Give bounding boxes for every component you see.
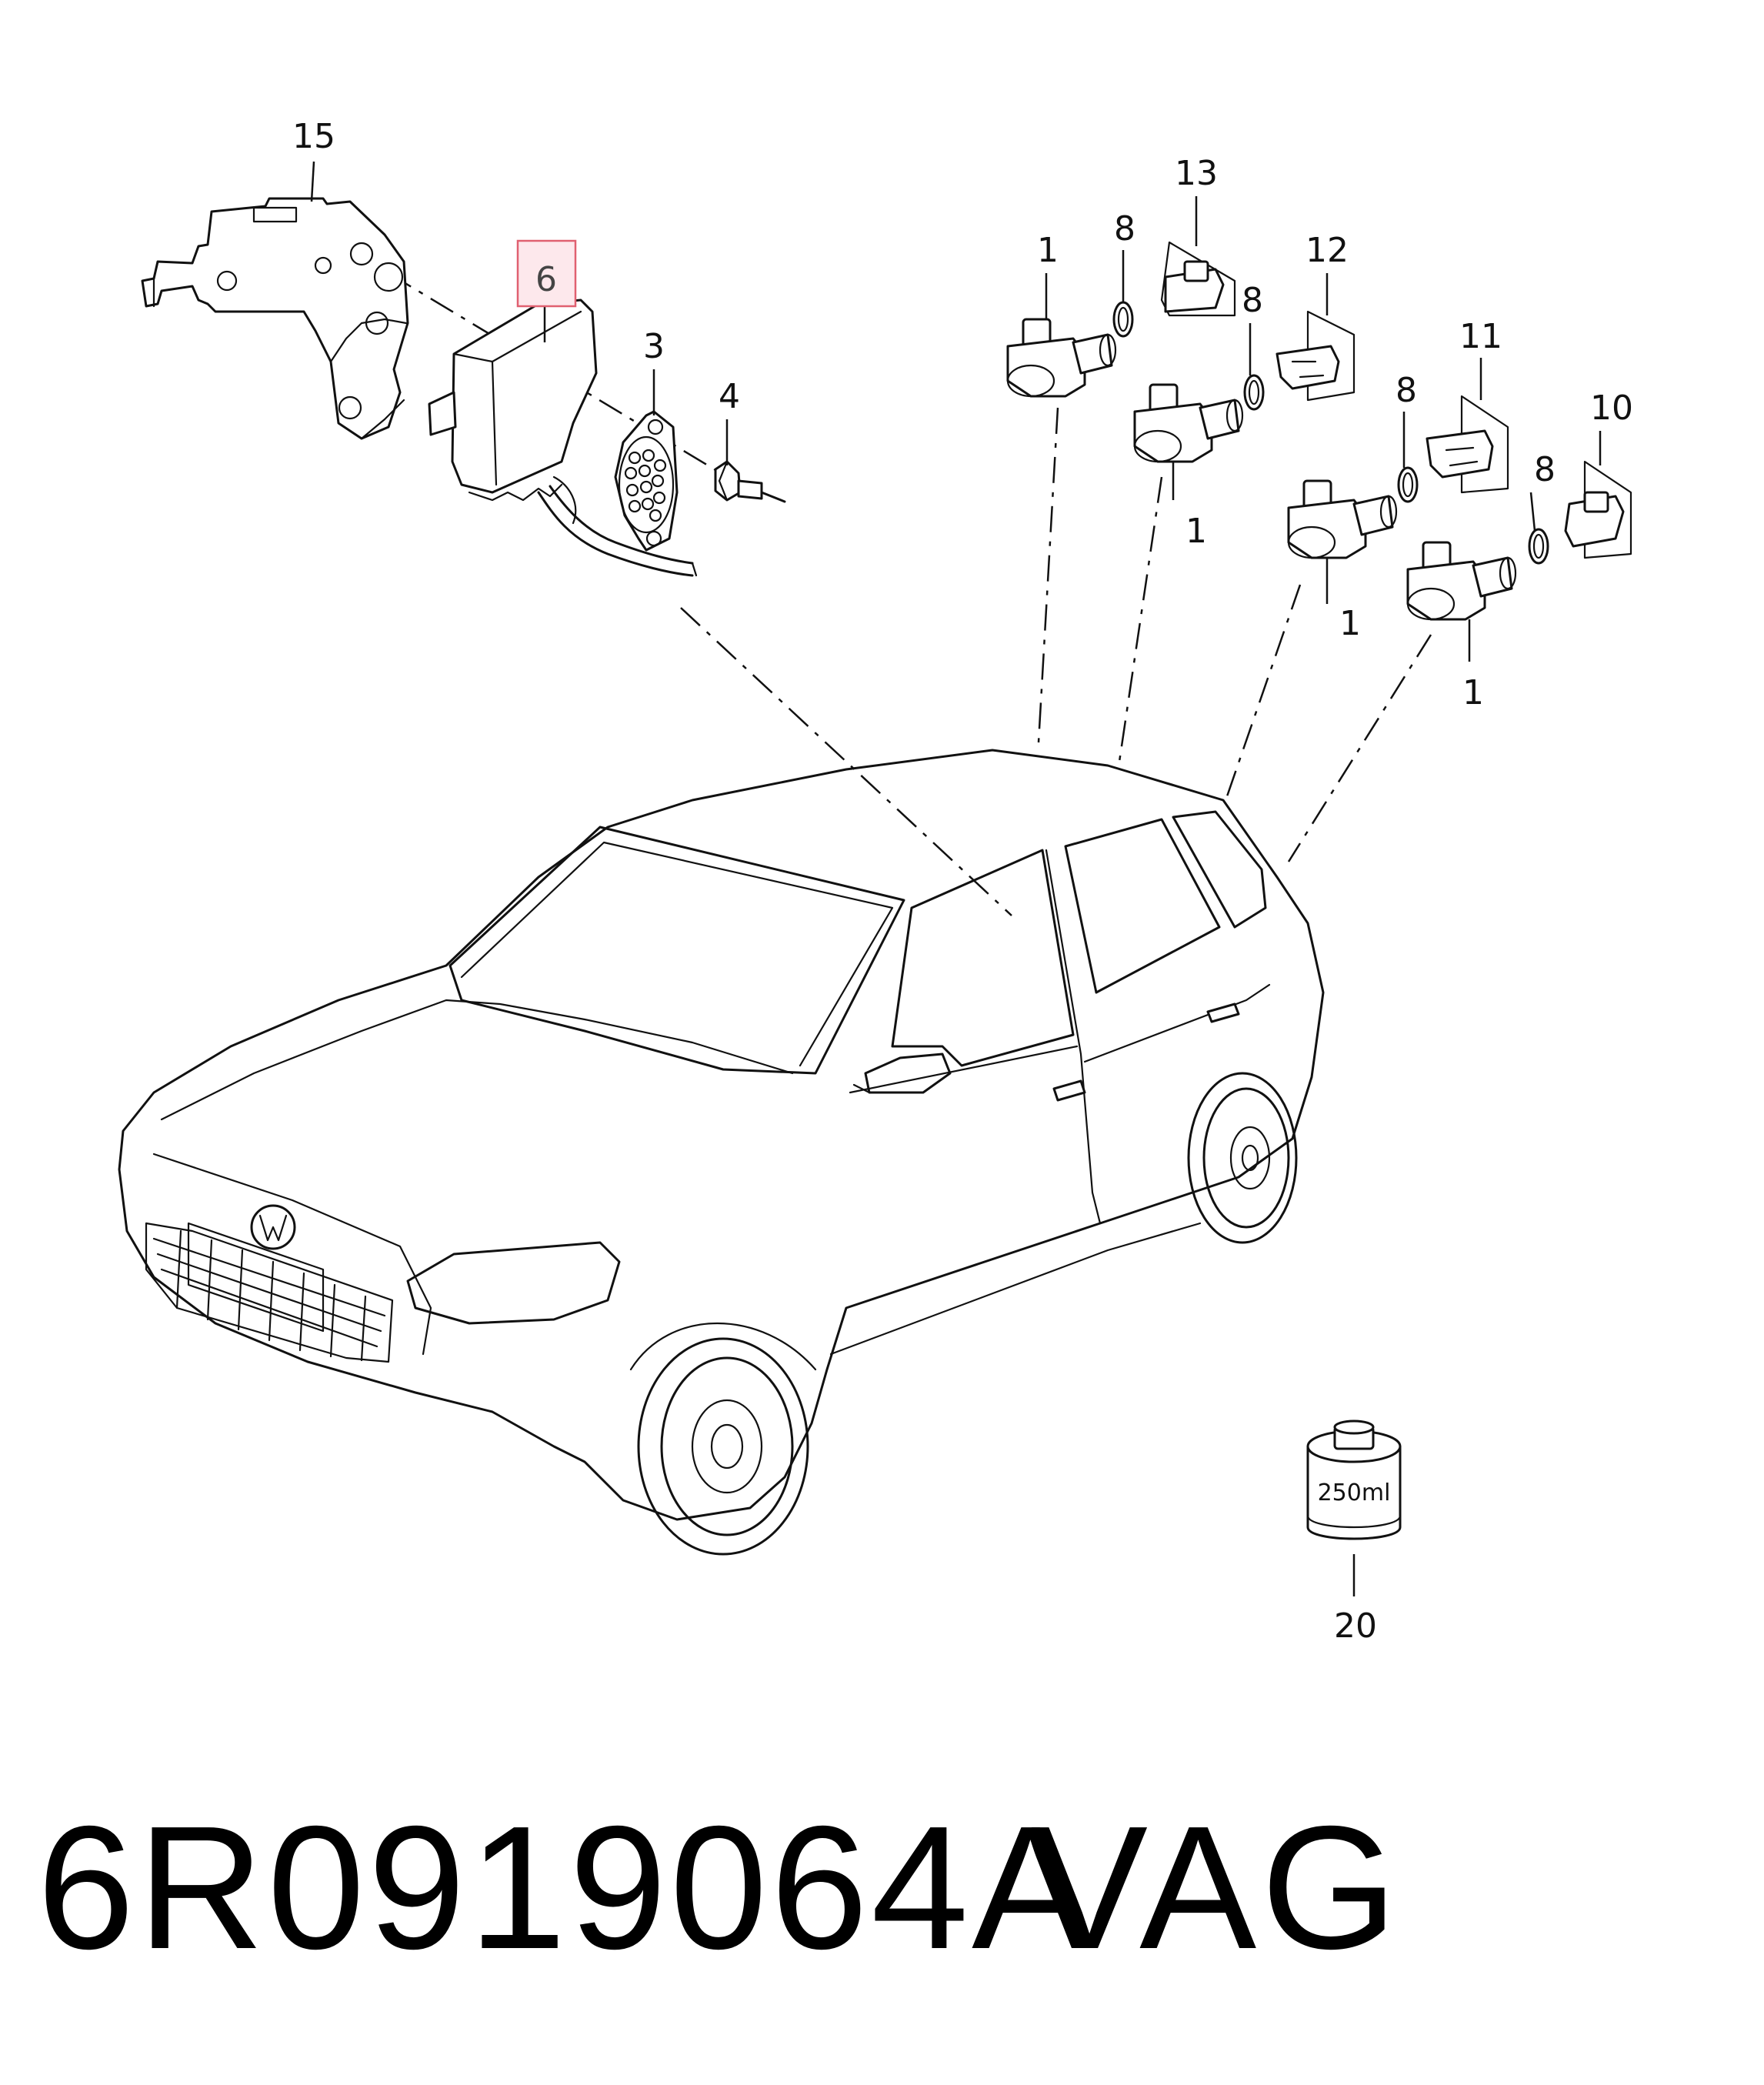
callout-1-a[interactable]: 1 (1037, 231, 1059, 270)
callout-labels: 15 6 3 4 1 8 13 8 12 1 8 11 1 8 10 1 20 (292, 117, 1633, 1646)
sensor-part-1-c[interactable] (1287, 479, 1398, 559)
car-illustration (118, 749, 1325, 1556)
callout-12[interactable]: 12 (1305, 231, 1349, 270)
bracket-part-15[interactable] (141, 197, 409, 440)
holder-part-13[interactable] (1160, 241, 1236, 317)
callout-1-b[interactable]: 1 (1185, 512, 1207, 551)
holder-part-12[interactable] (1275, 310, 1356, 402)
callout-8-a[interactable]: 8 (1114, 209, 1135, 249)
callout-11[interactable]: 11 (1459, 317, 1502, 356)
control-unit-part-6[interactable] (428, 299, 698, 577)
callout-4[interactable]: 4 (719, 377, 740, 416)
callout-15[interactable]: 15 (292, 117, 335, 156)
sensor-part-1-a[interactable] (1006, 318, 1117, 398)
callout-6[interactable]: 6 (535, 260, 557, 299)
callout-8-d[interactable]: 8 (1534, 450, 1556, 489)
holder-part-10[interactable] (1564, 460, 1632, 559)
callout-1-c[interactable]: 1 (1339, 604, 1361, 643)
sensor-part-1-b[interactable] (1133, 383, 1244, 463)
bottle-volume-label: 250ml (1318, 1480, 1391, 1506)
clip-part-4[interactable] (714, 460, 786, 503)
ring-part-8-d[interactable] (1528, 528, 1549, 565)
highlight-box (516, 239, 577, 308)
leader-lines (310, 161, 1602, 1596)
callout-8-b[interactable]: 8 (1242, 281, 1263, 320)
sensor-part-1-d[interactable] (1406, 541, 1517, 621)
callout-13[interactable]: 13 (1175, 154, 1218, 193)
callout-20[interactable]: 20 (1334, 1606, 1377, 1646)
callout-3[interactable]: 3 (643, 327, 665, 366)
callout-8-c[interactable]: 8 (1396, 371, 1417, 410)
part-number-caption: 6R0919064A (37, 1790, 1092, 1986)
bottle-part-20[interactable]: 250ml (1306, 1419, 1402, 1540)
brand-caption: VAG (1031, 1790, 1402, 1986)
callout-10[interactable]: 10 (1590, 389, 1633, 428)
speaker-part-3[interactable] (614, 410, 679, 552)
ring-part-8-a[interactable] (1112, 301, 1134, 338)
ring-part-8-b[interactable] (1243, 374, 1265, 411)
holder-part-11[interactable] (1426, 395, 1509, 494)
ring-part-8-c[interactable] (1397, 466, 1419, 503)
callout-1-d[interactable]: 1 (1462, 673, 1484, 712)
